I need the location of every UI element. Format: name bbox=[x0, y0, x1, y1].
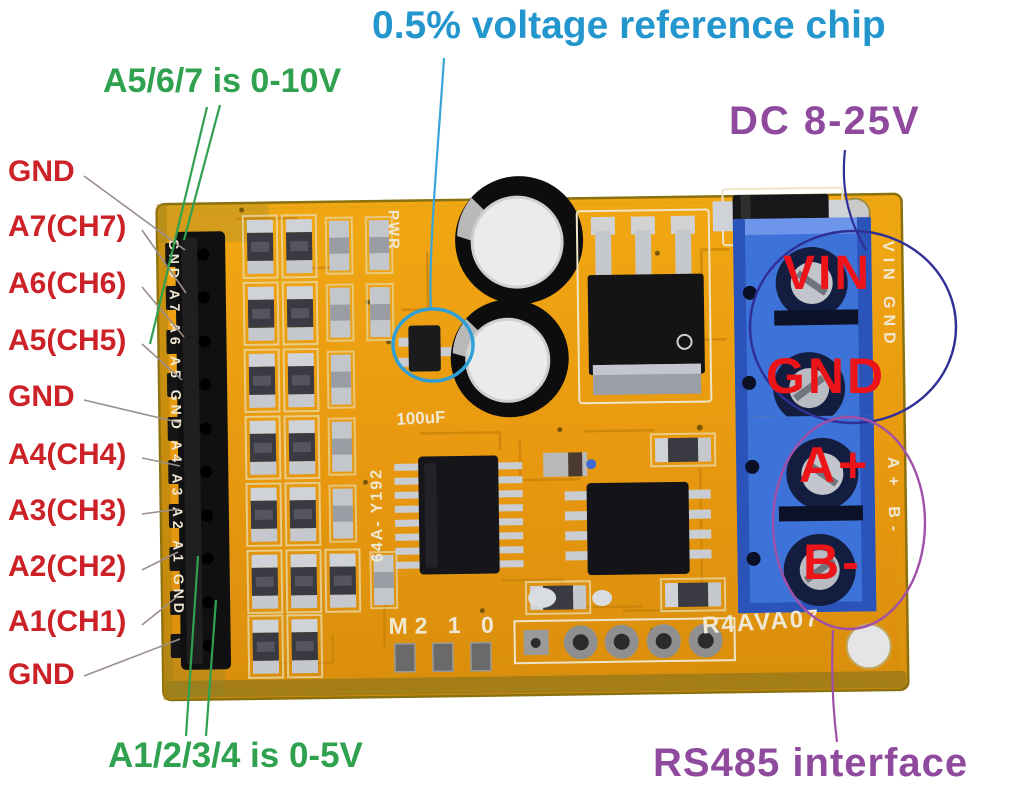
address-jumper bbox=[393, 641, 492, 673]
terminal-label-vin: VIN bbox=[783, 247, 873, 300]
rs485-leader-line bbox=[831, 629, 839, 743]
pin-label: GND bbox=[8, 658, 75, 691]
voltage-reference-annotation: 0.5% voltage reference chip bbox=[372, 4, 886, 47]
electrolytic-capacitor bbox=[450, 299, 569, 418]
pin-label: A2(CH2) bbox=[8, 550, 127, 583]
terminal-block-power bbox=[732, 217, 874, 425]
silkscreen-power-pins: VIN GND bbox=[879, 241, 898, 350]
rs485-annotation: RS485 interface bbox=[653, 741, 969, 785]
dc-input-annotation: DC 8-25V bbox=[729, 99, 921, 143]
terminal-label-gnd: GND bbox=[766, 348, 887, 404]
pin-label: A7(CH7) bbox=[8, 210, 127, 243]
pin-label: A6(CH6) bbox=[8, 267, 127, 300]
high-range-annotation: A5/6/7 is 0-10V bbox=[103, 62, 342, 100]
voltage-reference-leader-line bbox=[429, 57, 446, 311]
pin-label: GND bbox=[8, 155, 75, 188]
low-range-annotation: A1/2/3/4 is 0-5V bbox=[108, 736, 363, 775]
green-leader-lines bbox=[148, 104, 222, 737]
adc-chip bbox=[394, 455, 524, 575]
pin-label: GND bbox=[8, 380, 75, 413]
terminal-label-b-minus: B- bbox=[803, 534, 862, 590]
silkscreen-jumper-label: M2 1 0 bbox=[388, 611, 501, 639]
pin-label: A4(CH4) bbox=[8, 438, 127, 471]
programming-pads bbox=[513, 617, 736, 665]
silkscreen-pwr: PWR bbox=[385, 210, 403, 251]
rs485-terminal-highlight-circle bbox=[771, 415, 927, 631]
voltage-regulator bbox=[575, 208, 713, 405]
rs485-transceiver-chip bbox=[564, 481, 712, 576]
pin-label: A5(CH5) bbox=[8, 324, 127, 357]
power-terminal-highlight-circle bbox=[748, 229, 958, 425]
pin-leader-lines bbox=[83, 175, 187, 677]
pin-label: A1(CH1) bbox=[8, 605, 127, 638]
circuit-board: GND A7 A6 A5 GND A4 A3 A2 A1 GND PWR 64A… bbox=[155, 176, 910, 702]
silkscreen-rs485-pins: A+ B- bbox=[884, 457, 902, 539]
terminal-label-a-plus: A+ bbox=[799, 437, 871, 493]
silkscreen-cap-value: 100uF bbox=[396, 407, 446, 428]
pin-label: A3(CH3) bbox=[8, 494, 127, 527]
electrolytic-capacitor bbox=[455, 176, 584, 305]
terminal-block-rs485 bbox=[735, 415, 877, 614]
voltage-reference-highlight-circle bbox=[391, 307, 475, 383]
voltage-reference-chip bbox=[398, 325, 453, 372]
dc-input-leader-line bbox=[842, 149, 867, 251]
silkscreen-board-code: 64A- Y192 bbox=[368, 468, 386, 562]
mounting-hole-bottom bbox=[845, 623, 892, 670]
small-components bbox=[524, 432, 727, 616]
